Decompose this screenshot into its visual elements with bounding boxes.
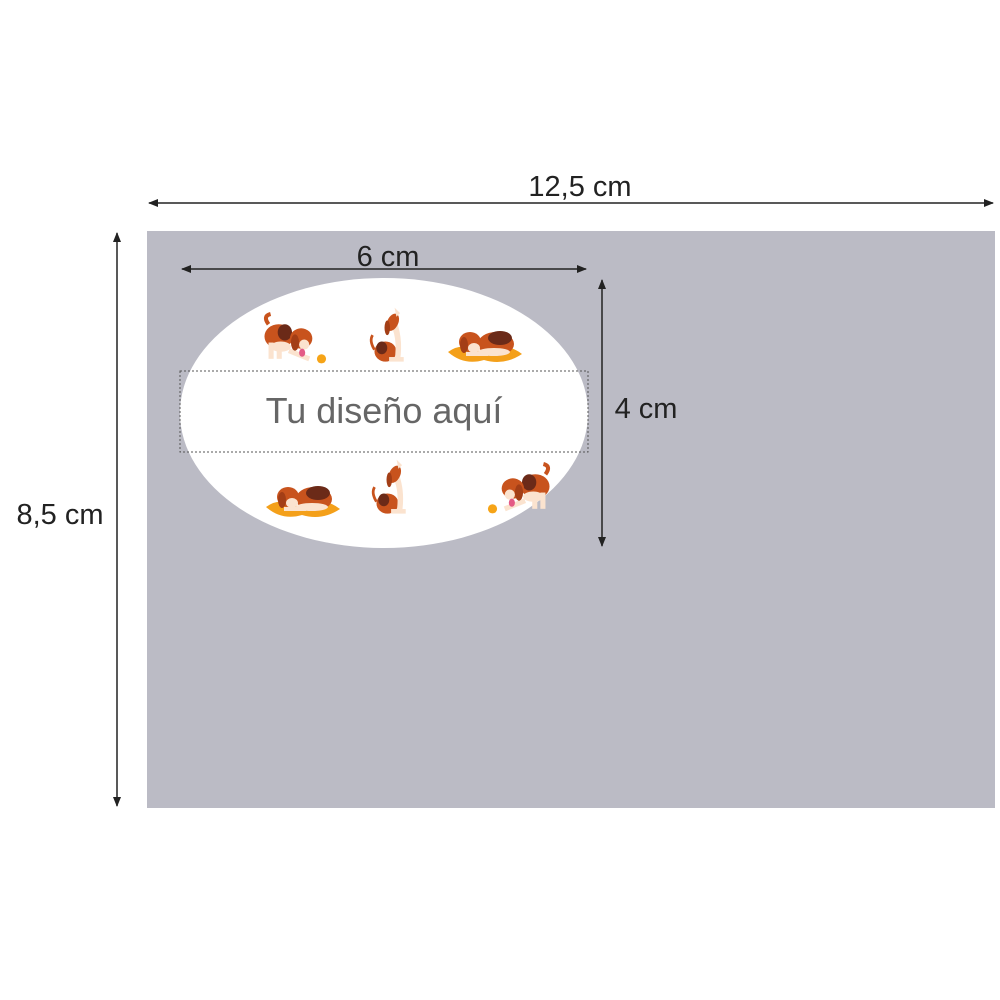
design-area-box xyxy=(179,370,589,453)
height-label: 8,5 cm xyxy=(16,499,103,531)
sticker-width-label: 6 cm xyxy=(357,241,420,273)
design-placeholder-text: Tu diseño aquí xyxy=(266,390,503,431)
width-label: 12,5 cm xyxy=(528,171,631,203)
sticker-height-label: 4 cm xyxy=(615,393,678,425)
